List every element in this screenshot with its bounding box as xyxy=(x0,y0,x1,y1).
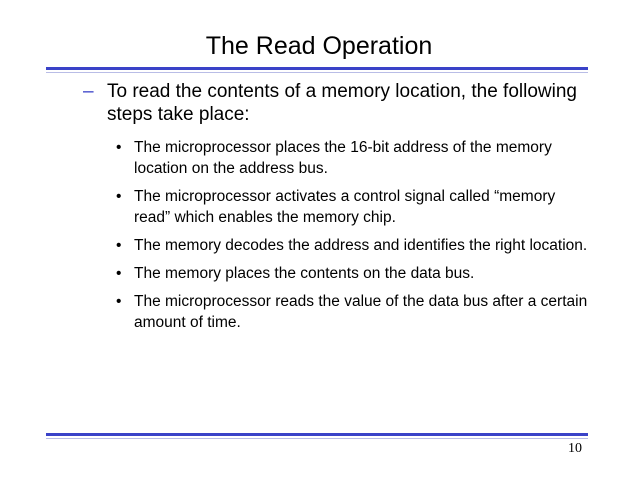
bullet-icon: • xyxy=(116,265,122,282)
steps-list: • The microprocessor places the 16-bit a… xyxy=(114,137,594,340)
main-point: –To read the contents of a memory locati… xyxy=(83,80,627,126)
bullet-icon: • xyxy=(116,237,122,254)
step-item: • The microprocessor reads the value of … xyxy=(114,291,594,333)
title-divider-thick-line xyxy=(46,67,588,70)
step-text: The microprocessor activates a control s… xyxy=(134,188,556,226)
footer-divider xyxy=(46,433,588,439)
slide-title: The Read Operation xyxy=(205,32,433,60)
dash-marker: – xyxy=(83,81,94,102)
main-point-text: To read the contents of a memory locatio… xyxy=(107,81,577,125)
bullet-icon: • xyxy=(116,293,122,310)
title-divider-thin-line xyxy=(46,72,588,73)
bullet-icon: • xyxy=(116,188,122,205)
bullet-icon: • xyxy=(116,139,122,156)
step-item: • The microprocessor places the 16-bit a… xyxy=(114,137,594,179)
step-text: The memory places the contents on the da… xyxy=(134,265,475,282)
step-item: • The memory places the contents on the … xyxy=(114,263,594,284)
footer-divider-thin-line xyxy=(46,438,588,439)
step-text: The microprocessor places the 16-bit add… xyxy=(134,139,552,177)
step-item: • The microprocessor activates a control… xyxy=(114,186,594,228)
step-item: • The memory decodes the address and ide… xyxy=(114,235,594,256)
step-text: The memory decodes the address and ident… xyxy=(134,237,588,254)
footer-divider-thick-line xyxy=(46,433,588,436)
page-number: 10 xyxy=(568,441,582,456)
step-text: The microprocessor reads the value of th… xyxy=(134,293,588,331)
title-divider xyxy=(46,67,588,73)
